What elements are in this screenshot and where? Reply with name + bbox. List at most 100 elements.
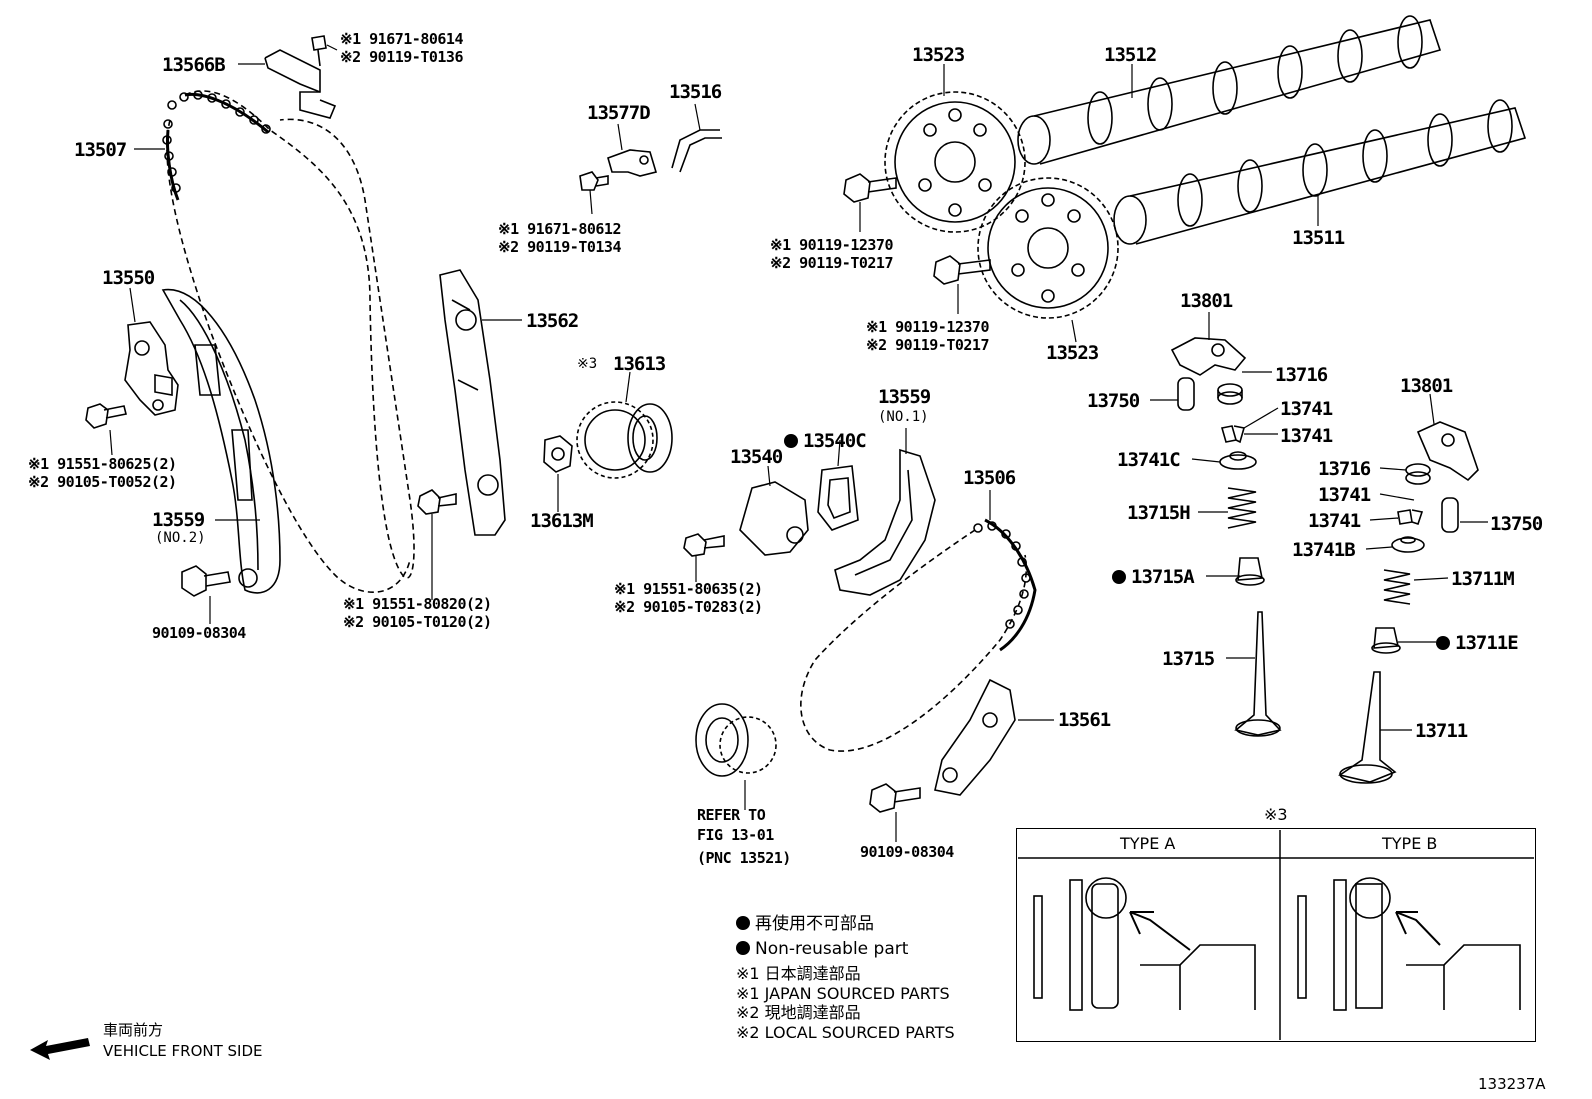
label-13540C-text: 13540C bbox=[803, 430, 867, 452]
label-13512[interactable]: 13512 bbox=[1104, 44, 1157, 66]
non-reusable-dot-icon bbox=[736, 916, 750, 930]
note-bolt-13566B[interactable]: ※1 91671-80614 ※2 90119-T0136 bbox=[340, 30, 463, 66]
type-a-header: TYPE A bbox=[1120, 834, 1176, 853]
label-13559-no2[interactable]: 13559 bbox=[152, 509, 205, 531]
note-line: ※2 90119-T0134 bbox=[498, 238, 621, 256]
note-bolt-13523-lower[interactable]: ※1 90119-12370 ※2 90119-T0217 bbox=[866, 318, 989, 354]
chain-guide-13559-no1 bbox=[834, 448, 936, 596]
label-13716-upper[interactable]: 13716 bbox=[1275, 364, 1328, 386]
note-line: ※2 90105-T0052(2) bbox=[28, 473, 177, 491]
bolt-13562 bbox=[417, 489, 457, 515]
note-line: ※1 90119-12370 bbox=[866, 318, 989, 336]
note-line: ※2 90119-T0217 bbox=[770, 254, 893, 272]
shim-13716-upper bbox=[1217, 383, 1243, 405]
legend-item-nonreusable-en: Non-reusable part bbox=[736, 939, 955, 960]
label-13613M[interactable]: 13613M bbox=[530, 510, 594, 532]
crank-sprocket-ref bbox=[695, 703, 777, 777]
note-line: ※2 90119-T0217 bbox=[866, 336, 989, 354]
note-bolt-13550[interactable]: ※1 91551-80625(2) ※2 90105-T0052(2) bbox=[28, 455, 177, 491]
legend-item-nonreusable-jp: 再使用不可部品 bbox=[736, 914, 955, 935]
label-13566B[interactable]: 13566B bbox=[162, 54, 226, 76]
note-line: ※2 90105-T0120(2) bbox=[343, 613, 492, 631]
legend-item-local-en: ※2 LOCAL SOURCED PARTS bbox=[736, 1022, 955, 1042]
label-13750-upper[interactable]: 13750 bbox=[1087, 390, 1140, 412]
label-13711E[interactable]: 13711E bbox=[1436, 632, 1519, 654]
front-arrow-icon bbox=[30, 1038, 90, 1060]
label-13711M[interactable]: 13711M bbox=[1451, 568, 1515, 590]
label-13523-lower[interactable]: 13523 bbox=[1046, 342, 1099, 364]
label-13750-lower[interactable]: 13750 bbox=[1490, 513, 1543, 535]
refer-line-1: REFER TO bbox=[697, 806, 766, 824]
label-13550[interactable]: 13550 bbox=[102, 267, 155, 289]
note-line: ※1 91671-80614 bbox=[340, 30, 463, 48]
seal-13711E bbox=[1371, 627, 1401, 654]
bolt-13523-upper bbox=[843, 173, 897, 203]
type-illustrations bbox=[1018, 830, 1534, 1040]
camshaft-13511 bbox=[1113, 99, 1527, 245]
label-13741-b[interactable]: 13741 bbox=[1280, 425, 1333, 447]
label-13613[interactable]: 13613 bbox=[613, 353, 666, 375]
label-13559-no1[interactable]: 13559 bbox=[878, 386, 931, 408]
label-13716-lower[interactable]: 13716 bbox=[1318, 458, 1371, 480]
note-bolt-13523-upper[interactable]: ※1 90119-12370 ※2 90119-T0217 bbox=[770, 236, 893, 272]
bolt-90109-right bbox=[869, 783, 921, 813]
type-b-header: TYPE B bbox=[1382, 834, 1438, 853]
note-bolt-13577D[interactable]: ※1 91671-80612 ※2 90119-T0134 bbox=[498, 220, 621, 256]
note-bolt-13540[interactable]: ※1 91551-80635(2) ※2 90105-T0283(2) bbox=[614, 580, 763, 616]
legend: 再使用不可部品 Non-reusable part ※1 日本調達部品 ※1 J… bbox=[736, 914, 955, 1042]
label-13711E-text: 13711E bbox=[1455, 632, 1519, 654]
valve-13711 bbox=[1338, 671, 1397, 784]
camshaft-13512 bbox=[1017, 15, 1442, 165]
shim-13716-lower bbox=[1405, 463, 1431, 485]
chain-guide-13561 bbox=[934, 678, 1016, 796]
note-bolt-13562[interactable]: ※1 91551-80820(2) ※2 90105-T0120(2) bbox=[343, 595, 492, 631]
label-13711[interactable]: 13711 bbox=[1415, 720, 1468, 742]
label-13741-c[interactable]: 13741 bbox=[1318, 484, 1371, 506]
label-13540C[interactable]: 13540C bbox=[784, 430, 867, 452]
label-13511[interactable]: 13511 bbox=[1292, 227, 1345, 249]
rocker-arm-13801-upper bbox=[1170, 337, 1247, 376]
bracket-13566B bbox=[264, 35, 337, 119]
label-13715A[interactable]: 13715A bbox=[1112, 566, 1195, 588]
label-13715[interactable]: 13715 bbox=[1162, 648, 1215, 670]
vehicle-front-label: 車両前方 VEHICLE FRONT SIDE bbox=[103, 1020, 263, 1062]
seal-13715A bbox=[1235, 557, 1265, 586]
legend-item-local-jp: ※2 現地調達部品 bbox=[736, 1003, 861, 1022]
refer-line-3: (PNC 13521) bbox=[697, 849, 791, 867]
keepers-13741-lower bbox=[1397, 509, 1424, 526]
label-13516[interactable]: 13516 bbox=[669, 81, 722, 103]
bolt-13523-lower bbox=[933, 255, 991, 285]
bracket-13577D bbox=[607, 149, 658, 177]
label-mark3: ※3 bbox=[577, 356, 598, 372]
label-90109-left[interactable]: 90109-08304 bbox=[152, 624, 246, 642]
sprocket-13613 bbox=[576, 401, 673, 479]
pipe-13516 bbox=[671, 129, 722, 173]
label-13715H[interactable]: 13715H bbox=[1127, 502, 1191, 524]
label-13741-d[interactable]: 13741 bbox=[1308, 510, 1361, 532]
bolt-13550 bbox=[85, 403, 127, 429]
label-13561[interactable]: 13561 bbox=[1058, 709, 1111, 731]
note-line: ※1 91551-80635(2) bbox=[614, 580, 763, 598]
cam-sprocket-13523-lower bbox=[977, 177, 1119, 319]
label-13801-lower[interactable]: 13801 bbox=[1400, 375, 1453, 397]
keepers-13741-upper bbox=[1220, 425, 1246, 444]
non-reusable-dot-icon bbox=[736, 940, 750, 955]
type-comparison-box bbox=[1016, 828, 1536, 1042]
chain-guide-13562 bbox=[439, 269, 506, 536]
label-13507[interactable]: 13507 bbox=[74, 139, 127, 161]
label-13540[interactable]: 13540 bbox=[730, 446, 783, 468]
label-13741C[interactable]: 13741C bbox=[1117, 449, 1181, 471]
spring-13711M bbox=[1383, 569, 1411, 605]
label-13562[interactable]: 13562 bbox=[526, 310, 579, 332]
label-13741B[interactable]: 13741B bbox=[1292, 539, 1356, 561]
label-13577D[interactable]: 13577D bbox=[587, 102, 651, 124]
label-13506[interactable]: 13506 bbox=[963, 467, 1016, 489]
label-13801-upper[interactable]: 13801 bbox=[1180, 290, 1233, 312]
rocker-arm-13801-lower bbox=[1416, 421, 1479, 482]
lash-adjuster-13750-lower bbox=[1441, 497, 1459, 533]
retainer-13741C bbox=[1219, 451, 1257, 470]
label-90109-right[interactable]: 90109-08304 bbox=[860, 843, 954, 861]
label-13741-a[interactable]: 13741 bbox=[1280, 398, 1333, 420]
label-13523-upper[interactable]: 13523 bbox=[912, 44, 965, 66]
